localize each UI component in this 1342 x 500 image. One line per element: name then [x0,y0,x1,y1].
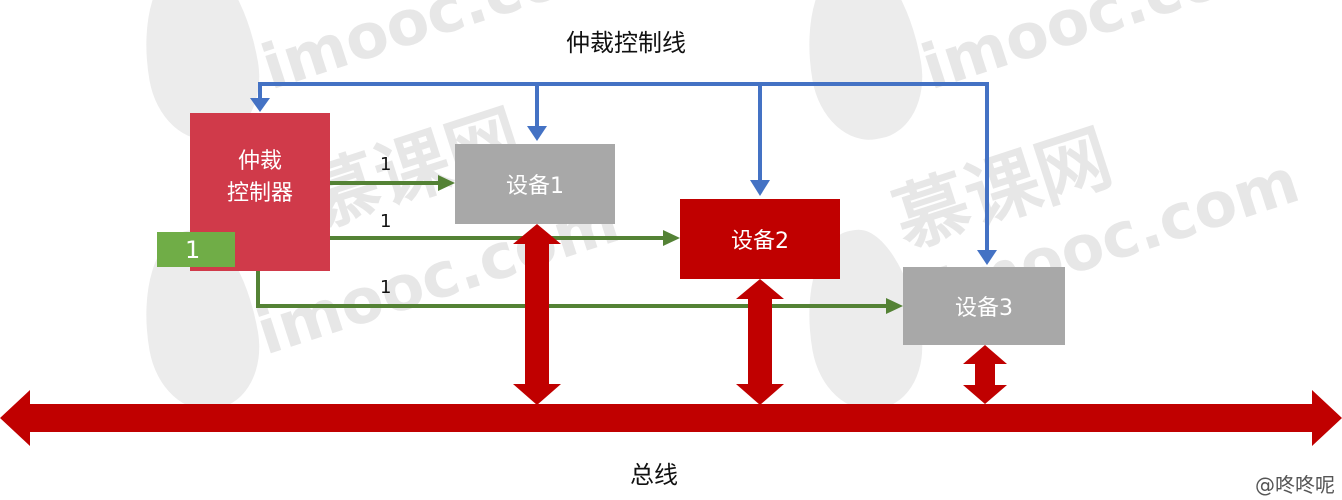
grant-lines [256,175,903,314]
credit-text: @咚咚呢 [1255,473,1335,497]
arbiter-label-line2: 控制器 [226,181,293,206]
grant-label-device1: 1 [380,154,392,175]
device2-bus-connector [736,279,784,405]
grant-label-device3: 1 [380,277,392,298]
grant-label-device2: 1 [380,211,392,232]
device3-bus-connector [963,345,1007,404]
device3-arbitration-arrow [977,250,997,265]
bus-label: 总线 [630,461,678,489]
device-3: 设备3 [903,267,1065,345]
bus-arrow [0,390,1342,446]
grant-counter: 1 [157,232,235,267]
device2-arbitration-arrow [750,180,770,196]
arbiter-input-arrow [250,98,270,112]
device-1: 设备1 [455,144,615,224]
arbitration-control-line [250,82,997,265]
arbiter-label-line1: 仲裁 [237,149,282,174]
arbitration-line-label: 仲裁控制线 [566,29,686,57]
device1-arbitration-arrow [527,126,547,141]
grant-arrow-device2 [663,230,680,246]
grant-arrow-device3 [886,298,903,314]
device-2: 设备2 [680,199,840,279]
device1-bus-connector [513,224,561,405]
grant-arrow-device1 [438,175,455,191]
